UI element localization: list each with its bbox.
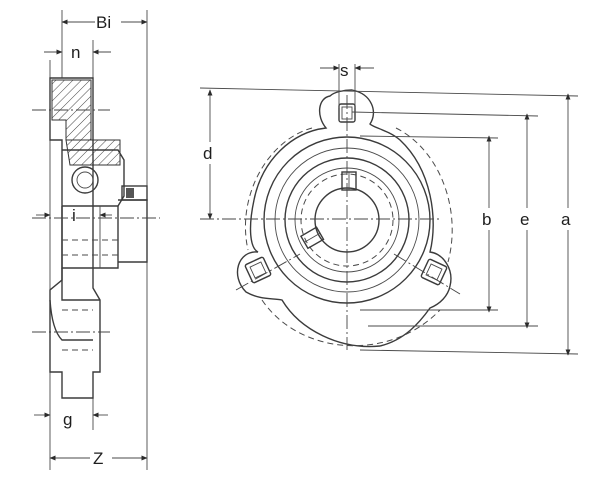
dim-Z: Z [49,446,148,468]
extension-lines [199,64,579,355]
label-i: i [72,206,76,225]
dim-e: e [516,113,540,329]
label-e: e [520,210,529,229]
dim-g: g [34,410,108,429]
dim-Bi: Bi [61,10,148,32]
label-d: d [203,144,212,163]
side-view [32,10,160,470]
label-a: a [561,210,571,229]
dim-i: i [36,206,112,225]
dim-b: b [478,135,502,313]
label-Bi: Bi [96,13,111,32]
label-Z: Z [93,449,103,468]
dim-d: d [198,89,222,220]
dim-n: n [44,43,111,62]
label-b: b [482,210,491,229]
label-g: g [63,410,72,429]
label-n: n [71,43,80,62]
front-view [200,89,461,350]
label-s: s [340,61,349,80]
dim-s: s [320,61,374,80]
dim-a: a [556,93,580,356]
